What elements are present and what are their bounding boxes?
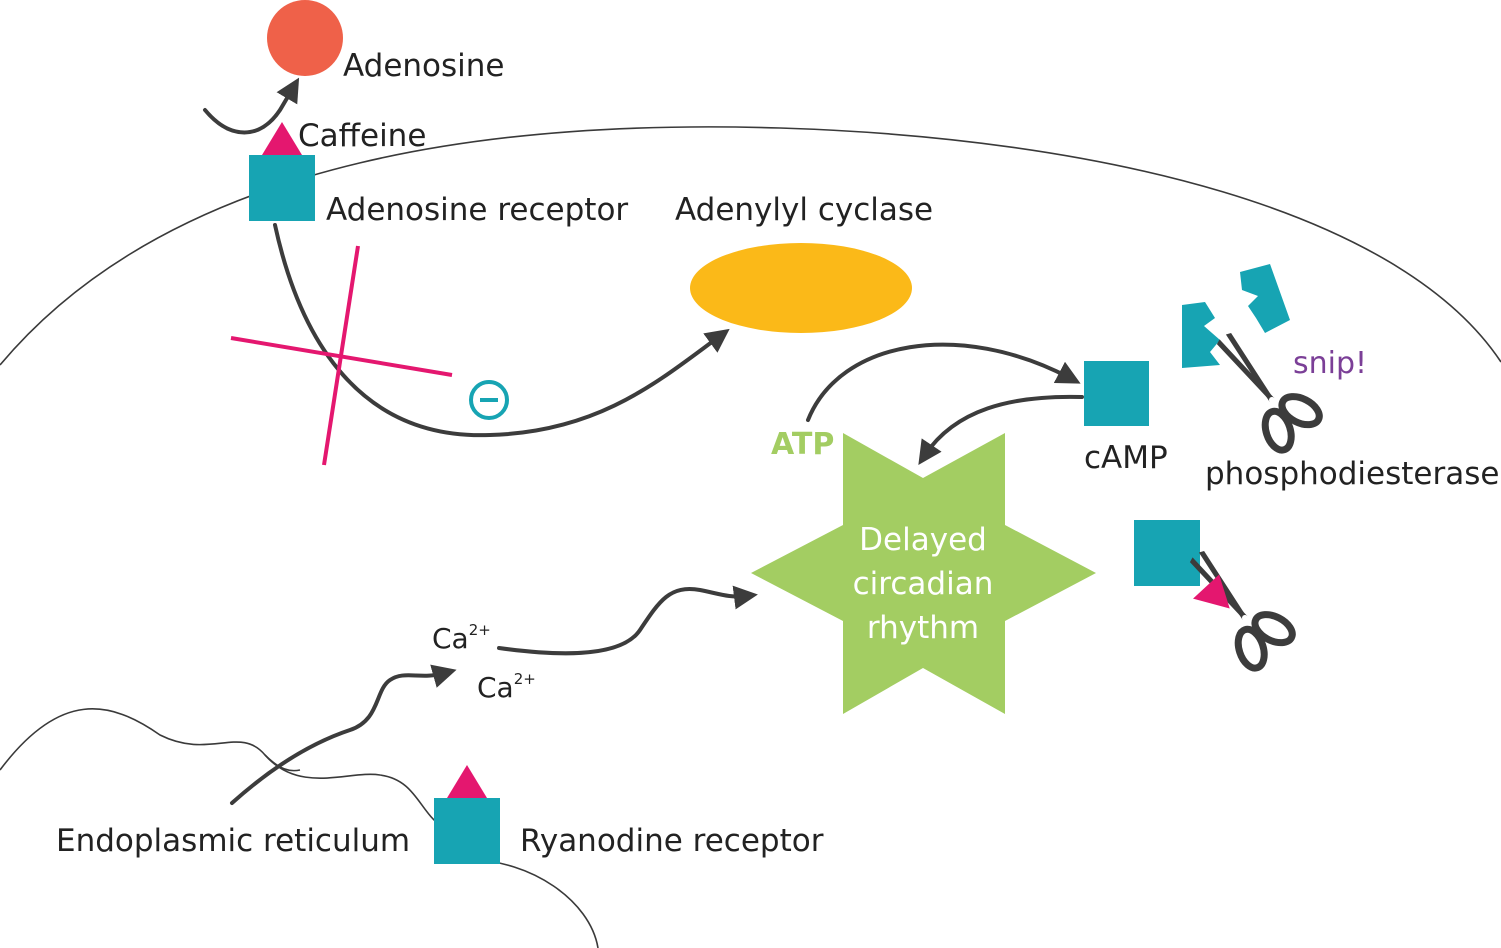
atp-label: ATP [771,427,834,462]
ryanodine-receptor-label: Ryanodine receptor [520,823,824,859]
camp-label: cAMP [1084,440,1168,476]
delayed-rhythm-line2: circadian [853,566,994,602]
calcium-to-rhythm-arrow [497,585,758,656]
delayed-rhythm-line1: Delayed [859,522,987,558]
delayed-rhythm-star [751,433,1096,714]
block-cross-line-2 [230,336,453,377]
caffeine-molecule [262,122,302,155]
endoplasmic-reticulum-label: Endoplasmic reticulum [56,823,410,859]
adenosine-receptor-label: Adenosine receptor [326,192,628,228]
camp-molecule-protected [1134,520,1200,586]
delayed-rhythm-line3: rhythm [867,610,979,646]
snip-label: snip! [1293,346,1367,381]
receptor-to-cyclase-arrow [273,223,730,438]
minus-circle-icon [469,380,509,420]
adenosine-release-arrow [203,77,300,135]
adenylyl-cyclase-label: Adenylyl cyclase [675,192,933,228]
camp-fragment-right [1240,264,1290,333]
camp-fragment-left [1182,302,1220,368]
camp-to-rhythm-arrow [918,394,1084,465]
adenylyl-cyclase [690,243,912,333]
caffeine-on-phosphodiesterase [1193,574,1230,609]
ryanodine-receptor [434,798,500,864]
scissors-icon [1197,315,1331,460]
camp-molecule [1084,361,1149,426]
er-to-calcium-arrow [230,664,457,805]
calcium-ion-1: Ca2+ [432,621,491,655]
er-membrane-upper [0,708,451,831]
er-membrane-lower [469,859,599,948]
calcium-ion-2: Ca2+ [477,670,536,704]
adenosine-molecule [267,0,343,76]
phosphodiesterase-label: phosphodiesterase [1205,456,1499,492]
cell-membrane [0,126,1501,366]
atp-to-camp-arrow [806,342,1081,422]
caffeine-on-ryanodine [447,765,487,798]
adenosine-receptor [249,155,315,221]
caffeine-label: Caffeine [298,118,426,154]
er-membrane-lower-left [264,754,301,772]
adenosine-label: Adenosine [343,48,505,84]
